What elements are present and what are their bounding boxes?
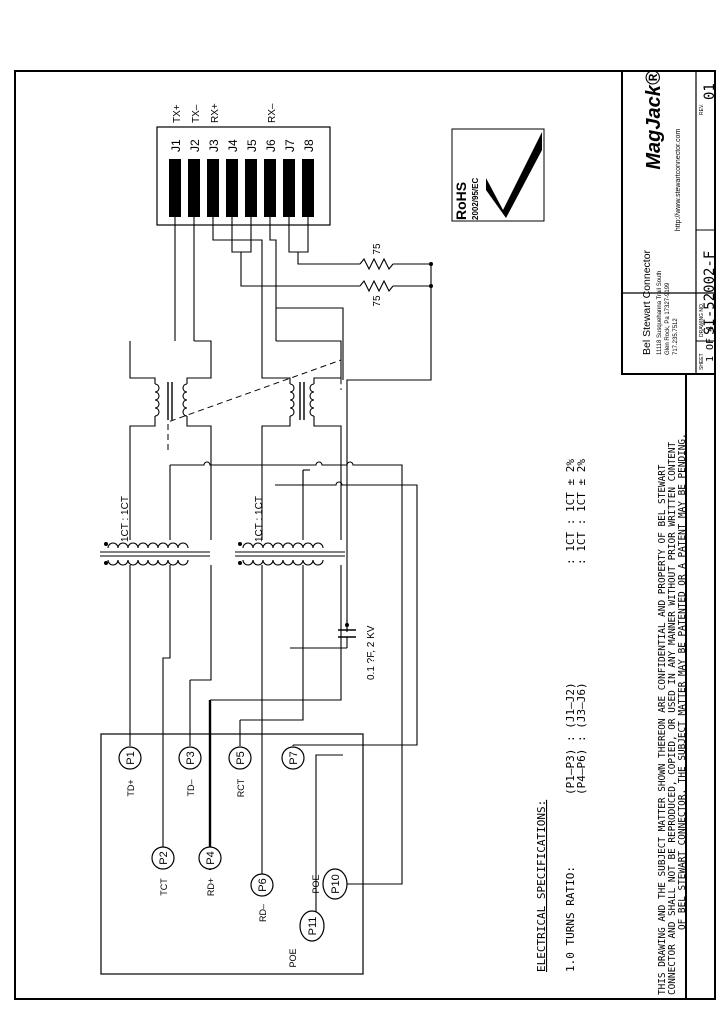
svg-text:P4: P4 bbox=[205, 851, 217, 864]
confidential-notice: THIS DRAWING AND THE SUBJECT MATTER SHOW… bbox=[657, 433, 688, 995]
sheet-value: 1 OF 4 bbox=[705, 326, 716, 362]
common-mode-choke-1 bbox=[129, 340, 212, 460]
jack-pin-j5: J5 bbox=[245, 139, 259, 152]
jack-pin-j1: J1 bbox=[169, 139, 183, 152]
jack-signal-tx-plus: TX+ bbox=[172, 104, 183, 123]
capacitor-label: 0.1 ?F, 2 KV bbox=[366, 625, 377, 680]
notice-line-2: CONNECTOR AND SHALL NOT BE REPRODUCED, C… bbox=[667, 442, 678, 995]
center-tap-bus bbox=[170, 461, 418, 885]
rev-value: 01 bbox=[702, 83, 718, 100]
pin-label-rct: RCT bbox=[236, 778, 246, 797]
company-address-1: 11118 Susquehanna Trail South bbox=[657, 271, 663, 355]
resistor-label-2: 75 bbox=[372, 295, 383, 307]
spec-row1-pins: (P1–P3) : (J1–J2) bbox=[564, 682, 577, 795]
logo-magjack: MagJack® bbox=[643, 70, 665, 169]
svg-text:P2: P2 bbox=[158, 851, 170, 864]
resistor-label-1: 75 bbox=[372, 243, 383, 255]
jack-pin-j4: J4 bbox=[226, 139, 240, 152]
transformer-1-ratio: 1CT : 1CT bbox=[120, 496, 131, 542]
company-address-2: Glen Rock, Pa 17327-9199 bbox=[665, 282, 671, 355]
svg-text:P6: P6 bbox=[257, 878, 269, 891]
jack-pin-j6: J6 bbox=[264, 139, 278, 152]
pin-p11: P11 POE bbox=[288, 910, 325, 968]
title-block: MagJack® http://www.stewartconnector.com… bbox=[621, 70, 718, 1000]
pin-p4: P4 RD+ bbox=[198, 846, 222, 896]
jack-wiring bbox=[174, 217, 432, 632]
drawing-no-label: DRAWING NO. bbox=[699, 303, 705, 337]
pin-p10: P10 POE bbox=[311, 868, 348, 900]
svg-text:P3: P3 bbox=[185, 751, 197, 764]
svg-text:P1: P1 bbox=[125, 751, 137, 764]
pcb-wiring bbox=[129, 680, 343, 925]
svg-text:P5: P5 bbox=[235, 751, 247, 764]
pin-label-tct: TCT bbox=[159, 878, 169, 896]
pin-label-td-minus: TD– bbox=[186, 779, 196, 796]
pcb-pins: P1 TD+ P2 TCT P3 TD– P4 RD+ P5 RCT P6 RD… bbox=[118, 746, 348, 968]
jack-pin-j2: J2 bbox=[188, 139, 202, 152]
pin-p3: P3 TD– bbox=[178, 746, 202, 797]
pin-p5: P5 RCT bbox=[228, 746, 252, 797]
svg-text:P11: P11 bbox=[307, 917, 319, 936]
svg-text:P7: P7 bbox=[288, 751, 300, 764]
rev-label: REV. bbox=[699, 104, 705, 115]
pin-label-rd-minus: RD– bbox=[258, 904, 268, 922]
sheet-label: SHEET bbox=[699, 353, 705, 370]
spec-row1-ratio: : 1CT : 1CT ± 2% bbox=[564, 459, 577, 565]
jack-pin-j7: J7 bbox=[283, 139, 297, 152]
pin-p7: P7 bbox=[281, 746, 305, 770]
notice-line-1: THIS DRAWING AND THE SUBJECT MATTER SHOW… bbox=[657, 464, 668, 995]
resistor-r2 bbox=[359, 279, 394, 293]
spec-row2-pins: (P4–P6) : (J3–J6) bbox=[575, 682, 588, 795]
rj45-jack: J1 J2 J3 J4 J5 J6 J7 J8 TX+ TX– RX+ RX– bbox=[156, 103, 331, 226]
pin-label-rd-plus: RD+ bbox=[206, 878, 216, 896]
pin-p2: P2 TCT bbox=[151, 846, 175, 896]
spec-row2-ratio: : 1CT : 1CT ± 2% bbox=[575, 459, 588, 565]
rohs-directive: 2002/95/EC bbox=[471, 178, 480, 220]
spec-turns-ratio: 1.0 TURNS RATIO: bbox=[564, 866, 577, 972]
pin-label-td-plus: TD+ bbox=[126, 779, 136, 796]
rohs-logo: RoHS 2002/95/EC bbox=[451, 128, 545, 222]
common-mode-choke-2 bbox=[261, 340, 342, 470]
pcb-footprint-box bbox=[100, 733, 364, 975]
jack-signal-rx-minus: RX– bbox=[267, 103, 278, 123]
jack-pin-j3: J3 bbox=[207, 139, 221, 152]
isolation-transformer-2 bbox=[210, 470, 345, 810]
notice-line-3: OF BEL STEWART CONNECTOR. THE SUBJECT MA… bbox=[677, 433, 688, 930]
pin-label-poe-2: POE bbox=[288, 948, 298, 967]
pin-p6: P6 RD– bbox=[250, 873, 274, 922]
jack-signal-tx-minus: TX– bbox=[191, 104, 202, 123]
svg-text:P10: P10 bbox=[330, 874, 342, 894]
rohs-text: RoHS bbox=[453, 182, 469, 220]
transformer-2-ratio: 1CT : 1CT bbox=[254, 496, 265, 542]
capacitor-c1 bbox=[290, 620, 356, 649]
isolation-transformer-1 bbox=[100, 460, 212, 778]
pin-p1: P1 TD+ bbox=[118, 746, 142, 797]
jack-contacts bbox=[169, 159, 314, 217]
pin-label-poe-1: POE bbox=[311, 874, 321, 893]
company-name: Bel Stewart Connector bbox=[641, 249, 653, 355]
electrical-specifications: ELECTRICAL SPECIFICATIONS: 1.0 TURNS RAT… bbox=[535, 459, 588, 972]
spec-heading: ELECTRICAL SPECIFICATIONS: bbox=[535, 800, 548, 972]
dashed-enclosure bbox=[167, 359, 342, 450]
jack-pin-j8: J8 bbox=[302, 139, 316, 152]
company-url: http://www.stewartconnector.com bbox=[675, 129, 682, 231]
resistor-r1 bbox=[359, 257, 394, 271]
jack-signal-rx-plus: RX+ bbox=[210, 103, 221, 123]
drawing-number: SI-52002-F bbox=[702, 251, 718, 335]
company-phone: 717.235.7512 bbox=[673, 318, 679, 355]
